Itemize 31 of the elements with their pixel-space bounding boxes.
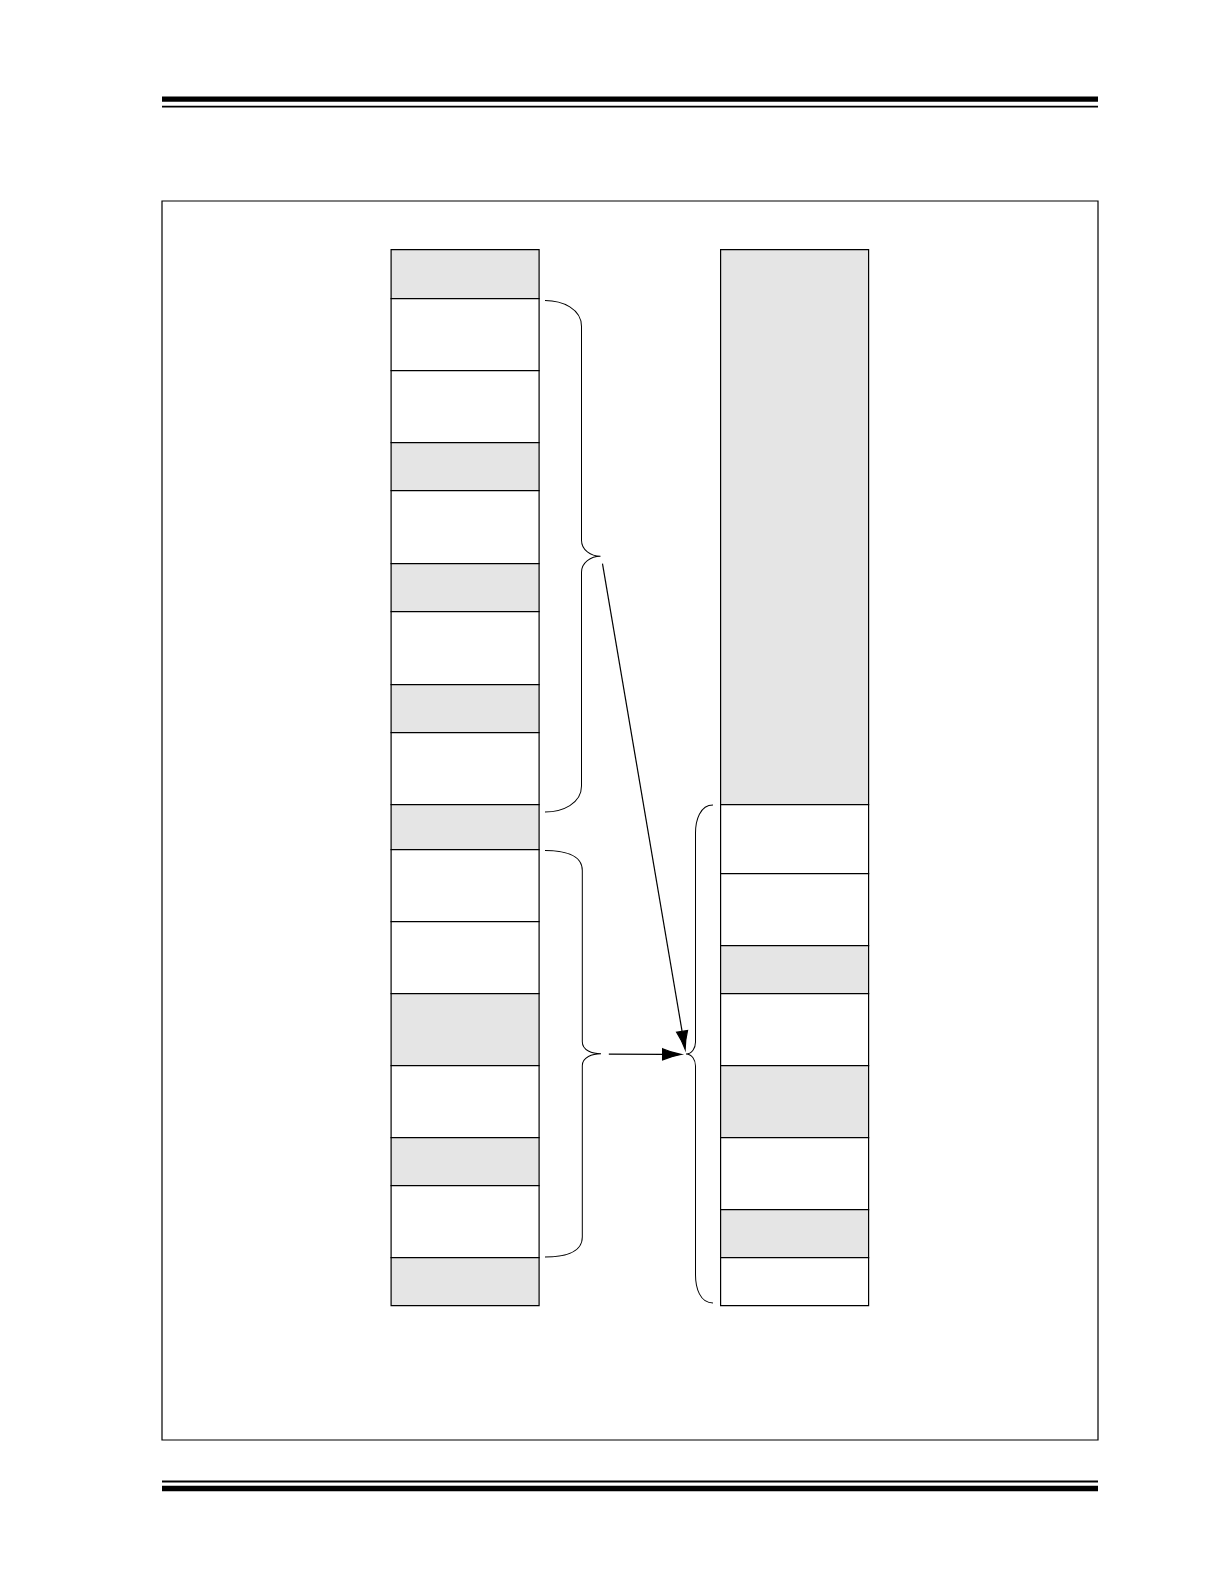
arrow xyxy=(608,1048,682,1061)
memory-block xyxy=(720,1065,870,1139)
memory-block xyxy=(390,804,540,851)
memory-block xyxy=(390,684,540,734)
memory-block xyxy=(390,249,540,300)
memory-block xyxy=(720,993,870,1067)
memory-block xyxy=(390,1257,540,1307)
memory-block xyxy=(390,849,540,923)
memory-block xyxy=(390,490,540,565)
memory-block xyxy=(390,563,540,613)
memory-block xyxy=(390,298,540,372)
memory-block xyxy=(390,1185,540,1259)
memory-block xyxy=(390,370,540,444)
memory-block xyxy=(720,873,870,947)
memory-block xyxy=(390,611,540,686)
arrow xyxy=(601,562,689,1050)
memory-block xyxy=(720,1137,870,1211)
curly-brace xyxy=(544,300,601,813)
memory-block xyxy=(720,249,870,806)
memory-block xyxy=(390,993,540,1067)
memory-block xyxy=(390,921,540,995)
memory-block xyxy=(390,1065,540,1139)
memory-block xyxy=(390,1137,540,1187)
memory-block xyxy=(720,1209,870,1259)
memory-block xyxy=(390,442,540,492)
curly-brace xyxy=(685,804,714,1304)
memory-block xyxy=(720,945,870,995)
memory-block xyxy=(720,1257,870,1307)
memory-block xyxy=(720,804,870,875)
memory-block xyxy=(390,732,540,806)
curly-brace xyxy=(544,850,602,1258)
